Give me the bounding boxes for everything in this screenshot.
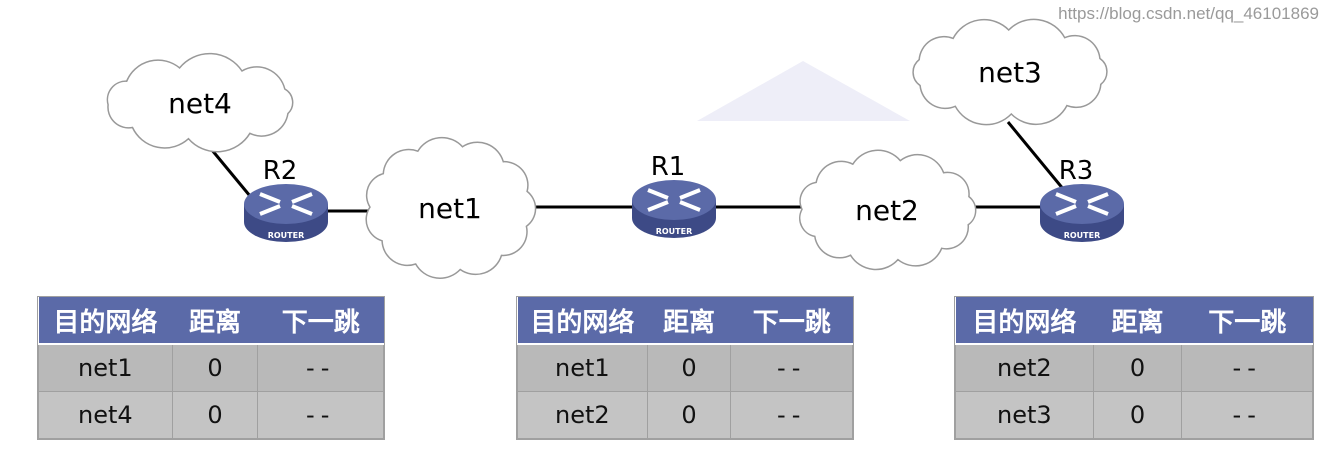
network-label: net4 [168,87,232,120]
table-cell: 0 [1092,391,1183,439]
table-cell: net1 [517,343,648,392]
background-triangle [697,61,910,121]
table-header: 目的网络距离下一跳 [955,297,1313,345]
router-badge: ROUTER [1064,231,1101,240]
table-cell: 0 [1092,343,1183,392]
router-label: R3 [1059,156,1094,186]
cloud-net3: net3 [912,18,1108,126]
cloud-net1: net1 [365,136,537,279]
table-cell: net4 [38,391,173,439]
table-cell: -- [257,343,384,392]
router-R1[interactable]: ROUTER R1 [632,152,716,238]
column-header: 下一跳 [1181,297,1313,345]
table-cell: net2 [517,391,648,439]
table-cell: net2 [955,343,1094,392]
table-cell: -- [257,391,384,439]
router-label: R2 [263,156,298,186]
router-label: R1 [651,152,686,182]
table-header: 目的网络距离下一跳 [38,297,384,345]
table-cell: 0 [171,391,259,439]
network-label: net1 [418,192,482,225]
table-cell: -- [1181,343,1313,392]
router-arrows-icon [647,188,701,212]
router-arrows-icon [1055,192,1109,216]
table-header: 目的网络距离下一跳 [517,297,853,345]
column-header: 目的网络 [38,297,173,345]
network-label: net3 [978,56,1042,89]
table-cell: 0 [171,343,259,392]
router-badge: ROUTER [656,227,693,236]
table-cell: net3 [955,391,1094,439]
network-label: net2 [855,194,919,227]
column-header: 下一跳 [257,297,384,345]
link-net3-r3 [1006,121,1066,191]
cloud-net4: net4 [106,52,294,153]
column-header: 下一跳 [730,297,853,345]
table-cell: net1 [38,343,173,392]
table-cell: -- [730,343,853,392]
router-R2[interactable]: ROUTER R2 [244,156,328,242]
watermark: https://blog.csdn.net/qq_46101869 [1058,4,1319,23]
router-R3[interactable]: ROUTER R3 [1040,156,1124,242]
cloud-net2: net2 [799,149,977,271]
column-header: 距离 [647,297,731,345]
column-header: 目的网络 [955,297,1094,345]
table-cell: -- [730,391,853,439]
table-cell: 0 [646,391,732,439]
table-cell: -- [1181,391,1313,439]
column-header: 目的网络 [517,297,648,345]
column-header: 距离 [1093,297,1182,345]
column-header: 距离 [172,297,258,345]
router-arrows-icon [259,192,313,216]
router-badge: ROUTER [268,231,305,240]
table-cell: 0 [646,343,732,392]
